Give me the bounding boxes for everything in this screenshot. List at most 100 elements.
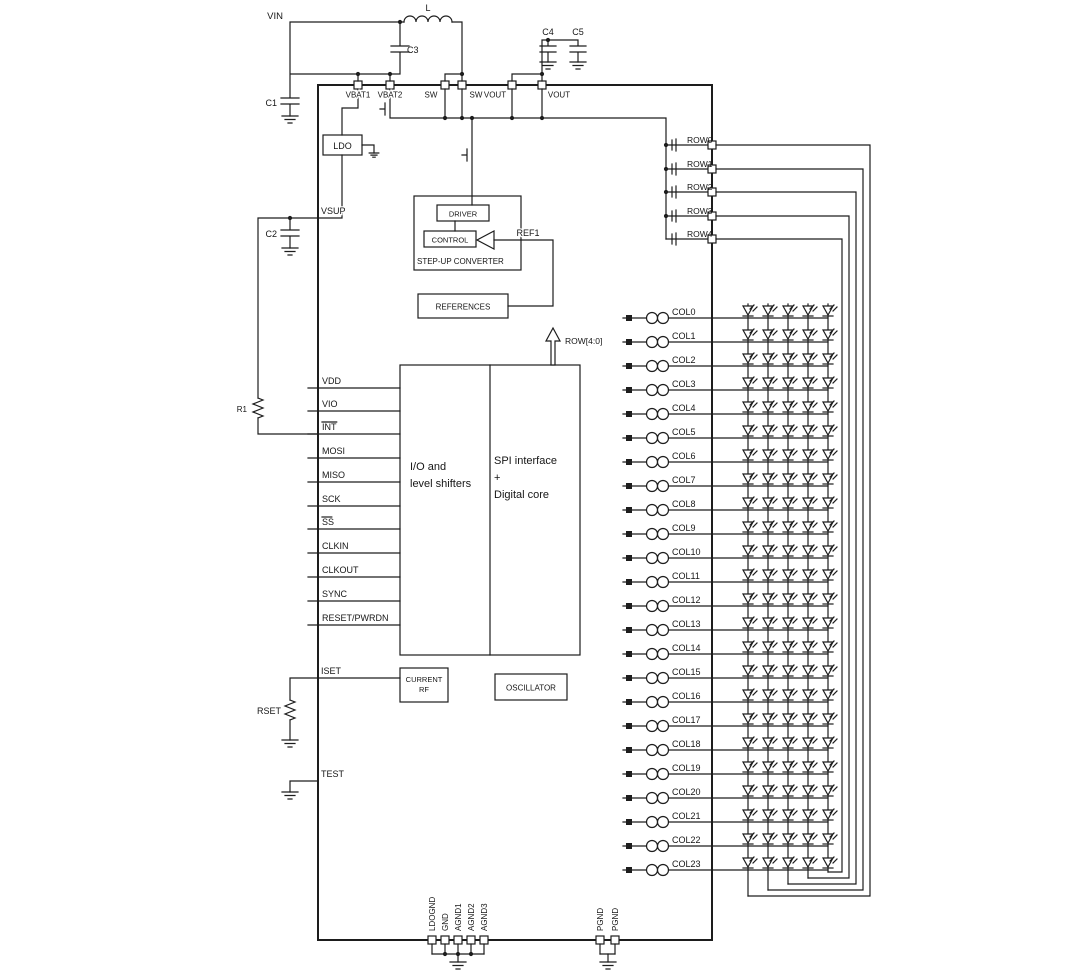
junction-dot xyxy=(663,213,669,219)
iset-label: ISET xyxy=(321,666,342,676)
current-source-circle xyxy=(645,359,659,373)
col-pin-label: COL9 xyxy=(672,523,696,533)
col-pin-label: COL8 xyxy=(672,499,696,509)
current-source-circle xyxy=(656,575,670,589)
ground-symbol xyxy=(281,739,299,748)
current-source-circle xyxy=(645,695,659,709)
ref1-label: REF1 xyxy=(516,228,539,238)
pin-label-vout1: VOUT xyxy=(484,91,506,100)
current-source-circle xyxy=(645,455,659,469)
current-source-circle xyxy=(645,335,659,349)
row-pin-label: ROW0 xyxy=(687,135,713,145)
left-pin-group: VDDVIOINTMOSIMISOSCKSSCLKINCLKOUTSYNCRES… xyxy=(307,376,401,626)
col-terminal-square xyxy=(626,507,632,513)
col-terminal-square xyxy=(626,747,632,753)
current-source-circle xyxy=(656,431,670,445)
ground-symbol xyxy=(281,791,299,800)
current-source-circle xyxy=(656,479,670,493)
col-terminal-square xyxy=(626,411,632,417)
current-source-circle xyxy=(645,623,659,637)
junction-dot xyxy=(545,37,551,43)
col-pin-label: COL5 xyxy=(672,427,696,437)
current-source-circle xyxy=(645,863,659,877)
current-source-circle xyxy=(645,647,659,661)
current-source-circle xyxy=(656,719,670,733)
bottom-pin-label: AGND1 xyxy=(454,903,463,931)
col-pin-label: COL17 xyxy=(672,715,701,725)
junction-dot xyxy=(397,19,403,25)
inductor xyxy=(403,15,453,23)
row-pin-label: ROW1 xyxy=(687,159,713,169)
current-source-circle xyxy=(656,383,670,397)
current-source-circle xyxy=(645,743,659,757)
col-terminal-square xyxy=(626,771,632,777)
current-source-circle xyxy=(645,791,659,805)
pin-square-vout2 xyxy=(537,80,547,90)
pin-square-sw2 xyxy=(457,80,467,90)
col-pin-label: COL13 xyxy=(672,619,701,629)
col-terminal-square xyxy=(626,387,632,393)
pin-label-clkin: CLKIN xyxy=(322,541,349,551)
ground-symbol xyxy=(539,61,557,70)
col-pin-label: COL6 xyxy=(672,451,696,461)
pin-square-agnd1 xyxy=(453,935,463,945)
pin-label-sw2: SW xyxy=(470,91,483,100)
junction-dot xyxy=(287,215,293,221)
current-source-circle xyxy=(645,599,659,613)
vin-label: VIN xyxy=(267,11,283,22)
col-pin-label: COL19 xyxy=(672,763,701,773)
col-terminal-square xyxy=(626,315,632,321)
col-pin-label: COL16 xyxy=(672,691,701,701)
current-source-circle xyxy=(645,815,659,829)
junction-dot xyxy=(455,951,461,957)
col-pin-label: COL21 xyxy=(672,811,701,821)
pin-label-vdd: VDD xyxy=(322,376,342,386)
pin-square-sw1 xyxy=(440,80,450,90)
cap-label-c5: C5 xyxy=(572,27,584,37)
junction-dot xyxy=(539,71,545,77)
pin-label-vbat2: VBAT2 xyxy=(378,91,403,100)
pin-label-sync: SYNC xyxy=(322,589,348,599)
col-pin-label: COL2 xyxy=(672,355,696,365)
col-terminal-square xyxy=(626,723,632,729)
current-source-circle xyxy=(645,431,659,445)
current-source-circle xyxy=(645,383,659,397)
r1-label: R1 xyxy=(237,405,248,414)
inductor-label: L xyxy=(425,3,430,13)
pin-label-int: INT xyxy=(322,422,337,432)
col-pin-label: COL4 xyxy=(672,403,696,413)
col-terminal-square xyxy=(626,363,632,369)
blocks xyxy=(317,80,713,941)
current-source-circle xyxy=(645,479,659,493)
pin-square-pgnd xyxy=(595,935,605,945)
current-ref-line1: CURRENT xyxy=(406,675,443,684)
col-pin-label: COL22 xyxy=(672,835,701,845)
current-source-circle xyxy=(645,719,659,733)
col-terminal-square xyxy=(626,699,632,705)
col-pin-label: COL14 xyxy=(672,643,701,653)
col-pin-label: COL3 xyxy=(672,379,696,389)
pin-label-vbat1: VBAT1 xyxy=(346,91,371,100)
bottom-pin-label: PGND xyxy=(596,908,605,931)
bottom-pin-label: LDOGND xyxy=(428,897,437,931)
col-terminal-square xyxy=(626,795,632,801)
pin-label-vout2: VOUT xyxy=(548,91,570,100)
current-source-circle xyxy=(656,623,670,637)
row-bus-arrow xyxy=(544,326,562,366)
col-terminal-square xyxy=(626,819,632,825)
pin-square-ldognd xyxy=(427,935,437,945)
pin-square-gnd xyxy=(440,935,450,945)
current-source-circle xyxy=(656,551,670,565)
col-pin-label: COL15 xyxy=(672,667,701,677)
bottom-pin-label: PGND xyxy=(611,908,620,931)
current-source-circle xyxy=(645,839,659,853)
bottom-pin-label: AGND2 xyxy=(467,903,476,931)
junction-dot xyxy=(509,115,515,121)
labels: VIN L C1 C2 C3 C4 C5 VBAT1 VBAT2 SW SW V… xyxy=(237,3,603,779)
cap-label-c1: C1 xyxy=(265,98,277,108)
current-ref-line2: RF xyxy=(419,685,429,694)
current-source-circle xyxy=(656,695,670,709)
current-source-circle xyxy=(645,767,659,781)
oscillator-block xyxy=(494,673,568,701)
